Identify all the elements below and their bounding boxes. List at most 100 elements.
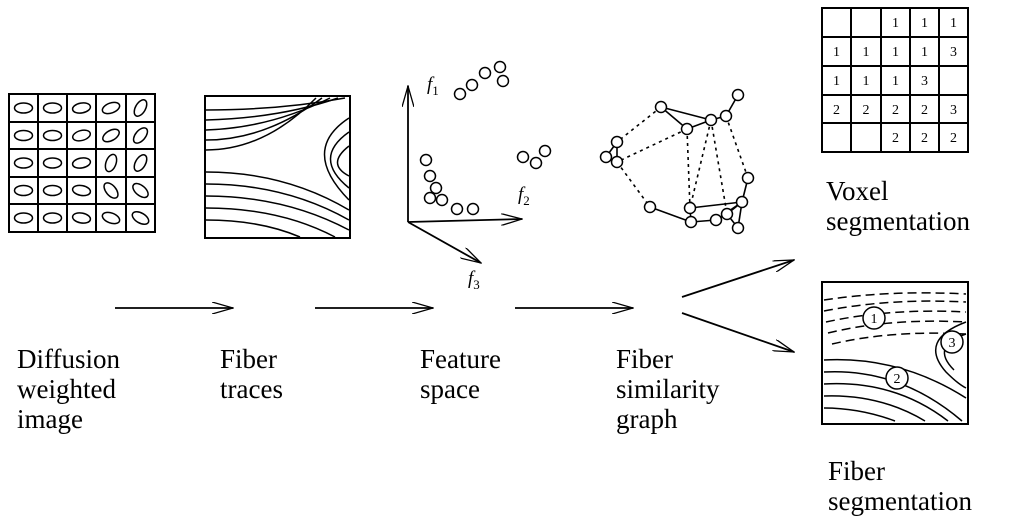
- graph-edge: [660, 106, 712, 121]
- axis-f2-label: f2: [518, 184, 530, 208]
- tensor-ellipse-icon: [102, 128, 120, 143]
- voxel-cell-label: 1: [921, 16, 928, 31]
- voxel-cell-label: 2: [863, 103, 870, 118]
- tensor-ellipse-icon: [101, 101, 121, 115]
- graph-edge-dashed: [710, 119, 728, 215]
- pipeline-arrows: [115, 259, 794, 353]
- feature-point: [465, 78, 479, 92]
- feature-point: [466, 202, 480, 216]
- graph-node: [684, 215, 698, 229]
- graph-node: [680, 122, 694, 136]
- feature-point: [429, 181, 443, 195]
- feature-point: [538, 144, 552, 158]
- voxel-cell-label: 3: [950, 45, 957, 60]
- tensor-ellipse-icon: [42, 102, 63, 114]
- tensor-ellipse-icon: [133, 99, 148, 117]
- graph-edge-dashed: [616, 128, 688, 163]
- feature-point: [419, 153, 433, 167]
- tensor-ellipse-icon: [71, 102, 92, 114]
- feature-point: [496, 74, 510, 88]
- graph-edge-dashed: [725, 115, 749, 179]
- voxel-cell-label: 1: [863, 45, 870, 60]
- voxel-cell-label: 1: [892, 45, 899, 60]
- feature-point: [453, 87, 467, 101]
- voxel-cell-label: 3: [950, 103, 957, 118]
- graph-node: [741, 171, 755, 185]
- tensor-ellipse-icon: [71, 184, 92, 197]
- graph-edge-dashed: [616, 106, 662, 143]
- feature-point: [529, 156, 543, 170]
- bundle-markers: 1 2 3: [862, 306, 964, 390]
- bundle-label-2: 2: [894, 372, 901, 387]
- graph-node: [731, 88, 745, 102]
- graph-edge: [649, 206, 692, 223]
- voxel-cell-label: 1: [921, 45, 928, 60]
- graph-edge-dashed: [686, 128, 691, 209]
- voxel-cell-label: 1: [863, 74, 870, 89]
- tensor-ellipse-icon: [13, 212, 34, 224]
- tensor-ellipse-icon: [42, 184, 63, 197]
- tensor-ellipse-icon: [71, 212, 92, 224]
- voxel-cell-label: 1: [833, 45, 840, 60]
- voxel-grid: [821, 7, 969, 153]
- feature-point: [516, 150, 530, 164]
- label-voxel-segmentation: Voxel segmentation: [826, 176, 970, 236]
- graph-node: [735, 195, 749, 209]
- tensor-ellipse-icon: [132, 127, 149, 144]
- graph-node: [683, 201, 697, 215]
- label-diffusion-weighted-image: Diffusion weighted image: [17, 344, 121, 434]
- graph-node: [709, 213, 723, 227]
- voxel-cell-label: 2: [833, 103, 840, 118]
- fiber-traces-box: [204, 95, 351, 239]
- label-fiber-traces: Fiber traces: [220, 344, 283, 404]
- axis-f1-label: f1: [427, 74, 439, 98]
- graph-node: [731, 221, 745, 235]
- feature-points: [419, 60, 552, 216]
- feature-point: [423, 191, 437, 205]
- tensor-ellipse-icon: [13, 157, 34, 169]
- voxel-cell-label: 2: [921, 131, 928, 146]
- tensor-ellipse-icon: [13, 102, 34, 114]
- tensor-ellipse-icon: [71, 157, 92, 169]
- diffusion-image-grid: [8, 93, 156, 233]
- feature-point: [423, 169, 437, 183]
- tensor-ellipse-icon: [133, 154, 148, 172]
- graph-edge-dashed: [616, 161, 651, 208]
- feature-point: [493, 60, 507, 74]
- graph-node: [643, 200, 657, 214]
- voxel-cell-label: 3: [921, 74, 928, 89]
- graph-node: [654, 100, 668, 114]
- tensor-ellipse-icon: [103, 182, 119, 199]
- label-fiber-segmentation: Fiber segmentation: [828, 456, 972, 516]
- tensor-ellipse-icon: [42, 129, 63, 142]
- graph-node: [599, 150, 613, 164]
- voxel-cell-label: 1: [833, 74, 840, 89]
- graph-nodes: [599, 88, 755, 235]
- voxel-cell-label: 2: [921, 103, 928, 118]
- graph-node: [610, 135, 624, 149]
- voxel-cell-label: 1: [950, 16, 957, 31]
- axis-f3-label: f3: [468, 268, 480, 292]
- bundle-label-1: 1: [871, 312, 878, 327]
- feature-point: [435, 193, 449, 207]
- tensor-ellipse-icon: [71, 129, 92, 142]
- feature-point: [478, 66, 492, 80]
- feature-axes: [408, 86, 522, 263]
- tensor-ellipse-icon: [101, 211, 121, 225]
- graph-node: [719, 109, 733, 123]
- graph-edge-dashed: [689, 119, 712, 209]
- bundle-label-3: 3: [949, 336, 956, 351]
- tensor-ellipse-icon: [13, 184, 34, 197]
- voxel-cell-label: 2: [892, 131, 899, 146]
- voxel-cell-label: 1: [892, 74, 899, 89]
- fiber-segmentation-box: [821, 281, 969, 425]
- tensor-ellipses: [13, 99, 150, 225]
- graph-node: [610, 155, 624, 169]
- voxel-cell-label: 2: [892, 103, 899, 118]
- tensor-ellipse-icon: [42, 157, 63, 169]
- tensor-ellipse-icon: [42, 212, 63, 224]
- tensor-ellipse-icon: [131, 211, 150, 225]
- graph-edge: [689, 201, 743, 209]
